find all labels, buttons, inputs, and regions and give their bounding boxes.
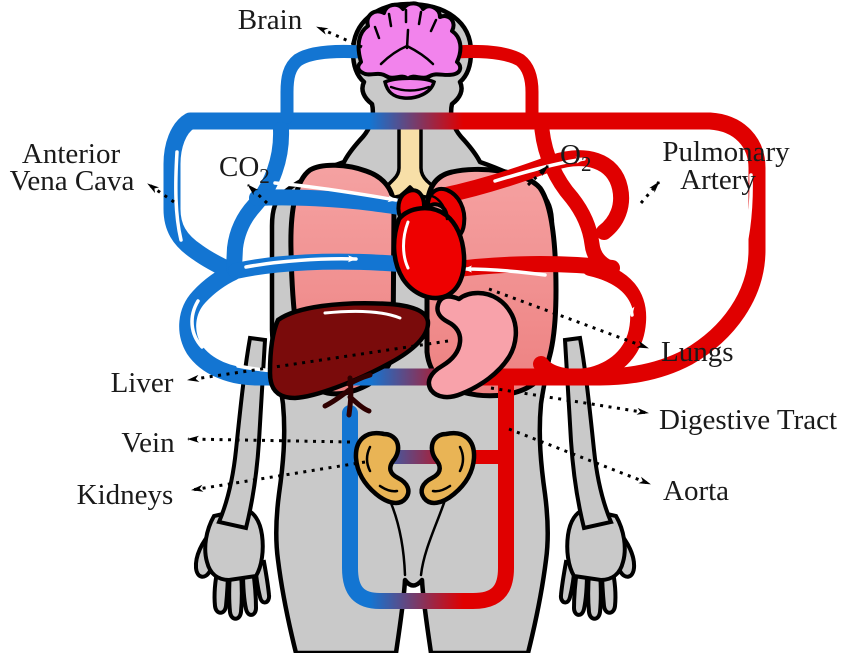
- labels: Brain Anterior Vena Cava CO2 O2 Pulmonar…: [10, 4, 837, 511]
- label-co2: CO2: [219, 151, 270, 188]
- leader-lungs: [488, 287, 649, 350]
- label-brain: Brain: [238, 4, 303, 36]
- heart-body: [391, 206, 467, 301]
- aorta-vein-lower-loop: [342, 370, 514, 609]
- leader-kidneys: [191, 460, 366, 492]
- label-digestive-tract: Digestive Tract: [659, 404, 837, 436]
- label-pulmonary: Pulmonary: [662, 136, 790, 168]
- label-lungs: Lungs: [661, 336, 734, 368]
- label-kidneys: Kidneys: [77, 479, 174, 511]
- leader-vein: [187, 435, 351, 444]
- label-artery: Artery: [680, 164, 756, 196]
- digestive-tract: [426, 290, 519, 400]
- organs: [267, 187, 519, 503]
- brain: [356, 1, 463, 100]
- head-artery: [435, 44, 539, 124]
- head-vein: [280, 44, 381, 124]
- leader-digestive-tract: [490, 386, 649, 415]
- liver: [267, 300, 431, 418]
- cerebellum: [382, 76, 437, 100]
- label-o2: O2: [560, 139, 591, 176]
- leader-liver: [187, 339, 449, 382]
- label-anterior: Anterior: [22, 138, 121, 170]
- artery-lower-lobe: [533, 260, 647, 385]
- cerebellum-line: [389, 85, 431, 92]
- brain-gyri-lines: [373, 8, 438, 66]
- vein-to-heart: [228, 253, 422, 279]
- kidneys: [353, 433, 474, 503]
- cerebrum: [356, 1, 463, 81]
- label-vein: Vein: [121, 427, 175, 459]
- label-liver: Liver: [111, 367, 174, 399]
- heart: [391, 187, 467, 301]
- leader-lines: [147, 25, 661, 492]
- label-aorta: Aorta: [663, 475, 729, 507]
- leader-anterior-vena-cava: [147, 182, 175, 204]
- label-vena-cava: Vena Cava: [10, 165, 135, 197]
